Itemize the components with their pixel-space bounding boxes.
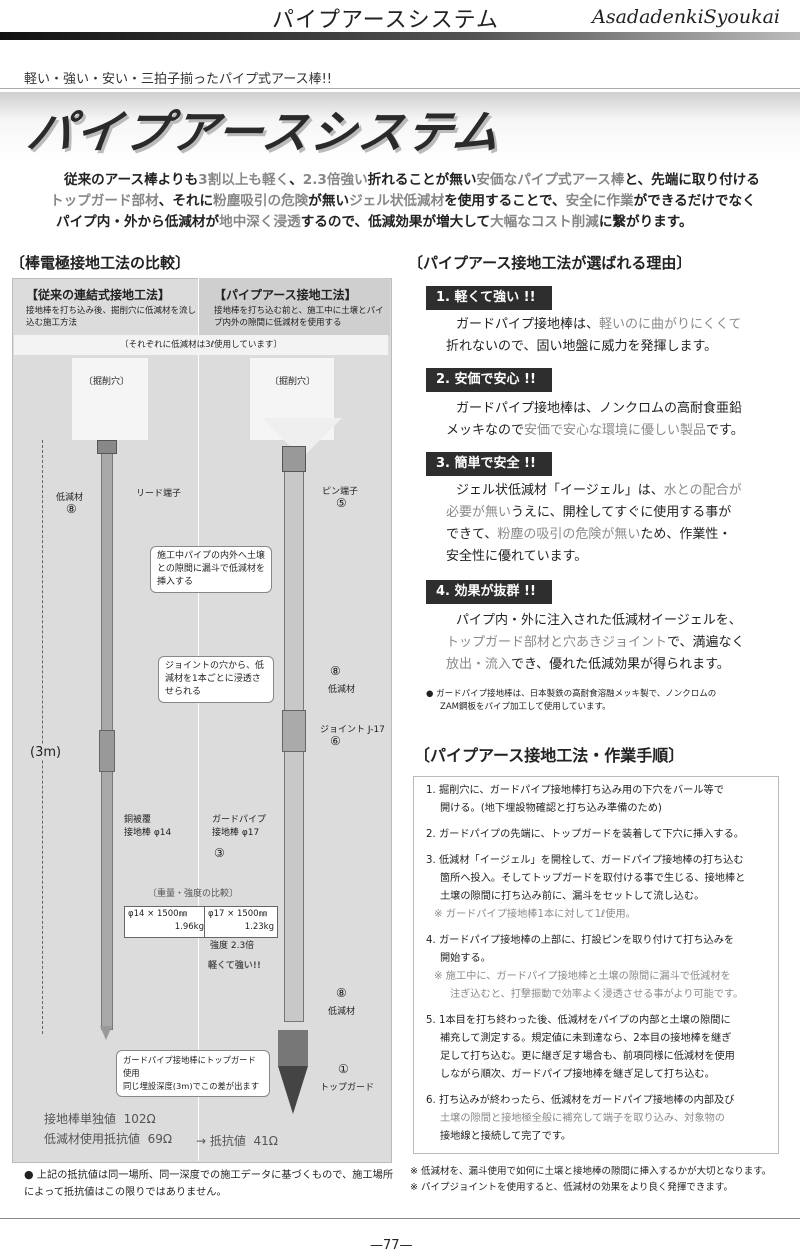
lead-terminal-block	[97, 440, 117, 454]
resistance-footnote: ● 上記の抵抗値は同一場所、同一深度での施工データに基づくもので、施工場所によっ…	[24, 1168, 394, 1198]
column-divider	[198, 278, 199, 1161]
step-5: 5. 1本目を打ち終わった後、低減材をパイプの内部と土壌の隙間に 補充して測定す…	[426, 1015, 735, 1080]
depth-label: (3m)	[30, 745, 62, 760]
reason-1-title: 1. 軽くて強い !!	[426, 286, 552, 310]
guard-comparison-callout: ガードパイプ接地棒にトップガード使用 同じ埋設深度(3m)でこの差が出ます	[116, 1050, 270, 1097]
weight-left-value: 1.96kg	[174, 922, 204, 932]
pin-terminal-block	[282, 446, 306, 472]
reason-3-text: ジェル状低減材「イージェル」は、水との配合が 必要が無いうえに、開栓してすぐに使…	[446, 483, 742, 564]
num-8c: ⑧	[336, 986, 347, 1000]
single-resistance: 接地棒単独値 102Ω	[44, 1112, 156, 1126]
reasons-heading: 〔パイプアース接地工法が選ばれる理由〕	[408, 254, 692, 272]
reducer-label-b: 低減材	[328, 685, 356, 695]
step-1: 1. 掘削穴に、ガードパイプ接地棒打ち込み用の下穴をバール等で 開ける。(地下埋…	[426, 785, 724, 814]
col2-description: 接地棒を打ち込む前と、施工中に土壌とパイプ内外の隙間に低減材を使用する	[214, 306, 384, 328]
num-5: ⑤	[336, 496, 347, 510]
num-6: ⑥	[330, 734, 341, 748]
guard-pipe-label: ガードパイプ 接地棒 φ17	[212, 815, 267, 838]
pipe-joint	[282, 710, 306, 752]
subtitle-rule	[0, 88, 800, 89]
header-bar	[0, 32, 800, 40]
depth-dimension-line	[42, 440, 43, 1034]
reason-4-title: 4. 効果が抜群 !!	[426, 580, 552, 604]
funnel-footnote: ※ 低減材を、漏斗使用で如何に土壌と接地棒の隙間に挿入するかが大切となります。	[410, 1166, 772, 1177]
step-2: 2. ガードパイプの先端に、トップガードを装着して下穴に挿入する。	[426, 829, 744, 840]
weight-comparison-title: 〔重量・強度の比較〕	[148, 889, 239, 899]
zam-steel-note: ● ガードパイプ接地棒は、日本製鉄の高耐食溶融メッキ製で、ノンクロムの ZAM鋼…	[426, 689, 717, 712]
reason-4-text: パイプ内・外に注入された低減材イージェルを、 トップガード部材と穴あきジョイント…	[446, 613, 745, 672]
brand-name: AsadadenkiSyoukai	[592, 6, 780, 28]
num-8b: ⑧	[330, 664, 341, 678]
reason-3-title: 3. 簡単で安全 !!	[426, 452, 552, 476]
page-number: —77—	[370, 1238, 413, 1253]
weight-left-size: φ14 × 1500㎜	[128, 909, 188, 919]
lead-terminal-label: リード端子	[136, 489, 182, 499]
intro-paragraph: 従来のアース棒よりも3割以上も軽く、2.3倍強い折れることが無い安価なパイプ式ア…	[50, 172, 760, 230]
top-guard-tip	[278, 1066, 308, 1114]
light-strong-note: 軽くて強い!!	[208, 961, 261, 971]
num-1: ①	[338, 1062, 349, 1076]
reason-2-title: 2. 安価で安心 !!	[426, 368, 552, 392]
joint-label: ジョイント J-17	[320, 725, 385, 735]
pin-terminal-label: ピン端子	[322, 487, 359, 497]
col1-description: 接地棒を打ち込み後、掘削穴に低減材を流し込む施工方法	[26, 306, 197, 328]
hole-label-left: 〔掘削穴〕	[84, 377, 130, 387]
weight-right-size: φ17 × 1500㎜	[208, 909, 268, 919]
footer-rule	[0, 1218, 800, 1219]
subtitle: 軽い・強い・安い・三拍子揃ったパイプ式アース棒!!	[24, 72, 332, 87]
step-3: 3. 低減材「イージェル」を開栓して、ガードパイプ接地棒の打ち込む 箇所へ投入。…	[426, 855, 746, 920]
comparison-heading: 〔棒電極接地工法の比較〕	[10, 254, 191, 272]
reducer-label-c: 低減材	[328, 1007, 356, 1017]
rod-coupling	[99, 730, 115, 772]
copper-rod-label: 銅被覆 接地棒 φ14	[124, 815, 172, 838]
steps-box	[413, 776, 779, 1154]
excavation-hole-left	[72, 358, 148, 440]
pipe-resistance: → 抵抗値 41Ω	[196, 1134, 278, 1148]
step-4: 4. ガードパイプ接地棒の上部に、打設ピンを取り付けて打ち込みを 開始する。 ※…	[426, 935, 744, 1000]
num-8-left: ⑧	[66, 502, 77, 516]
joint-footnote: ※ パイプジョイントを使用すると、低減材の効果をより良く発揮できます。	[410, 1182, 733, 1193]
rod-tip-left	[100, 1026, 112, 1040]
col1-title: 【従来の連結式接地工法】	[26, 288, 171, 302]
col2-header-bg	[198, 278, 390, 336]
document-title: パイプアースシステム	[272, 8, 499, 33]
weight-right-value: 1.23kg	[244, 922, 274, 932]
col2-title: 【パイプアース接地工法】	[214, 288, 357, 302]
step-6: 6. 打ち込みが終わったら、低減材をガードパイプ接地棒の内部及び 土壌の隙間と接…	[426, 1095, 735, 1142]
banner-title: パイプアースシステム	[23, 105, 505, 159]
hole-label-right: 〔掘削穴〕	[270, 377, 316, 387]
comparison-panel	[12, 278, 392, 1163]
top-guard-label: トップガード	[320, 1083, 375, 1093]
weight-box-right: φ17 × 1500㎜ 1.23kg	[204, 906, 278, 938]
strength-ratio: 強度 2.3倍	[210, 941, 255, 951]
reducer-resistance: 低減材使用抵抗値 69Ω	[44, 1132, 173, 1146]
funnel-callout: 施工中パイプの内外へ土壌との隙間に漏斗で低減材を挿入する	[150, 546, 272, 593]
reason-1-text: ガードパイプ接地棒は、軽いのに曲がりにくくて 折れないので、固い地盤に威力を発揮…	[446, 317, 742, 354]
reducer-label-left: 低減材	[56, 493, 84, 503]
top-guard-body	[278, 1030, 308, 1066]
reason-2-text: ガードパイプ接地棒は、ノンクロムの高耐食亜鉛 メッキなので安価で安心な環境に優し…	[446, 401, 744, 438]
banner-background	[0, 92, 800, 162]
num-3: ③	[214, 846, 225, 860]
weight-box-left: φ14 × 1500㎜ 1.96kg	[124, 906, 208, 938]
joint-callout: ジョイントの穴から、低減材を1本ごとに浸透させられる	[158, 656, 274, 703]
steps-heading: 〔パイプアース接地工法・作業手順〕	[414, 746, 685, 765]
reducer-usage-note: 〔それぞれに低減材は3ℓ使用しています〕	[14, 335, 388, 355]
